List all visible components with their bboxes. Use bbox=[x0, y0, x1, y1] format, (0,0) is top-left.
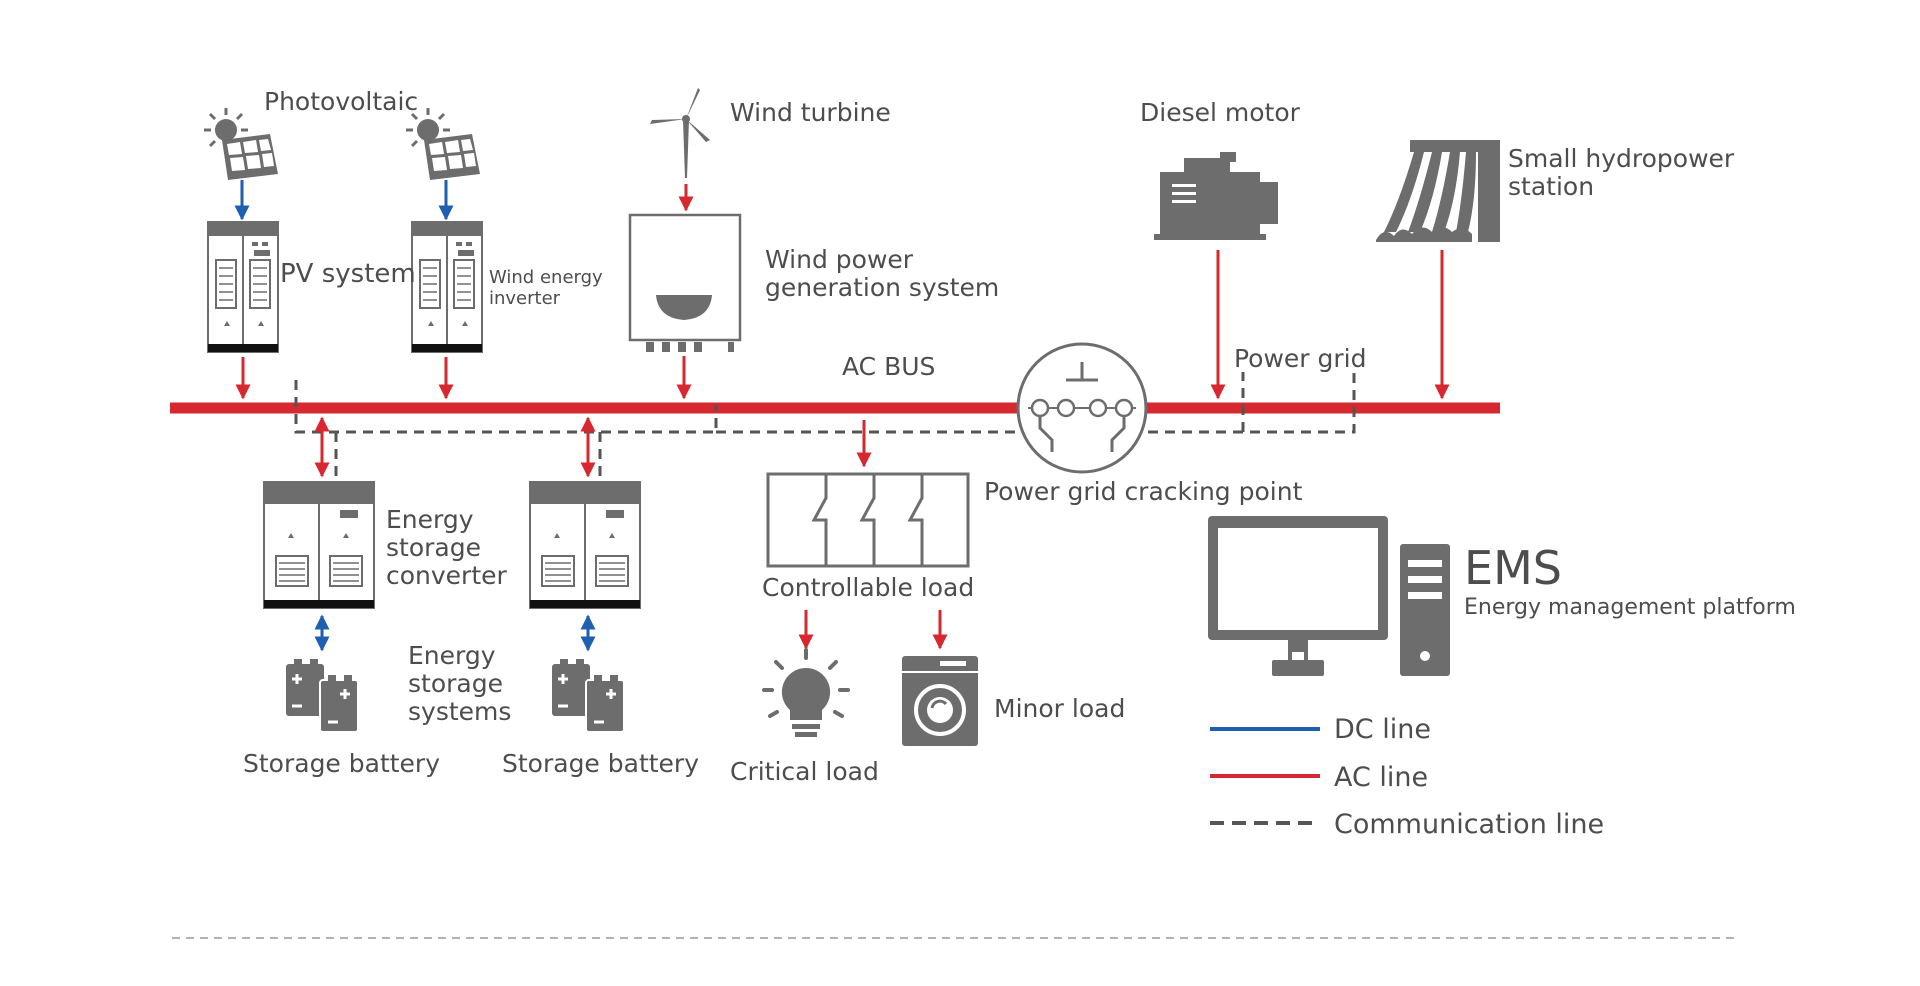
washing-machine-icon bbox=[902, 656, 978, 746]
ems-subtitle: Energy management platform bbox=[1464, 595, 1796, 620]
minor-load-label: Minor load bbox=[994, 694, 1125, 723]
pv-system-cabinet bbox=[207, 221, 279, 353]
legend-ac-label: AC line bbox=[1334, 762, 1428, 793]
ess-label: storage bbox=[408, 669, 503, 698]
energy-storage-converter bbox=[529, 481, 641, 609]
battery-icon bbox=[284, 657, 360, 734]
ess-label: Energy bbox=[408, 641, 496, 670]
legend-comm-label: Communication line bbox=[1334, 809, 1604, 840]
light-bulb-icon bbox=[762, 648, 850, 737]
cracking-point-label: Power grid cracking point bbox=[984, 477, 1303, 506]
photovoltaic-label: Photovoltaic bbox=[264, 87, 418, 116]
legend-dc-label: DC line bbox=[1334, 714, 1431, 745]
pv-system-label: PV system bbox=[280, 259, 416, 289]
controllable-load-box bbox=[766, 472, 970, 568]
wind-inverter-cabinet bbox=[411, 221, 483, 353]
communication-lines bbox=[294, 372, 1356, 482]
computer-tower-icon bbox=[1400, 544, 1450, 676]
monitor-icon bbox=[1208, 516, 1388, 676]
power-grid-label: Power grid bbox=[1234, 344, 1367, 373]
wind-inverter-label: Wind energy bbox=[489, 267, 603, 288]
storage-battery-label: Storage battery bbox=[502, 749, 699, 778]
solar-panel-icon bbox=[202, 106, 278, 180]
legend: DC line AC line Communication line bbox=[1210, 714, 1604, 840]
battery-icon bbox=[550, 657, 626, 734]
esc-label: storage bbox=[386, 533, 481, 562]
grid-breaker-icon bbox=[1016, 342, 1148, 474]
ac-bus-label: AC BUS bbox=[842, 352, 935, 381]
solar-panel-icon bbox=[404, 106, 480, 180]
storage-battery-label: Storage battery bbox=[243, 749, 440, 778]
ems-title: EMS bbox=[1464, 541, 1562, 595]
critical-load-label: Critical load bbox=[730, 757, 879, 786]
wind-power-label: generation system bbox=[765, 273, 999, 302]
esc-label: Energy bbox=[386, 505, 474, 534]
hydropower-icon bbox=[1376, 140, 1500, 242]
wind-power-label: Wind power bbox=[765, 245, 914, 274]
wind-inverter-label: inverter bbox=[489, 288, 561, 309]
diesel-generator-icon bbox=[1154, 152, 1278, 240]
ess-label: systems bbox=[408, 697, 511, 726]
esc-label: converter bbox=[386, 561, 508, 590]
hydropower-label: station bbox=[1508, 172, 1594, 201]
wind-power-system-box bbox=[628, 213, 742, 352]
wind-turbine-icon bbox=[650, 88, 710, 178]
hydropower-label: Small hydropower bbox=[1508, 144, 1735, 173]
energy-storage-converter bbox=[263, 481, 375, 609]
wind-turbine-label: Wind turbine bbox=[730, 98, 891, 127]
diesel-motor-label: Diesel motor bbox=[1140, 98, 1301, 127]
controllable-load-label: Controllable load bbox=[762, 573, 974, 602]
